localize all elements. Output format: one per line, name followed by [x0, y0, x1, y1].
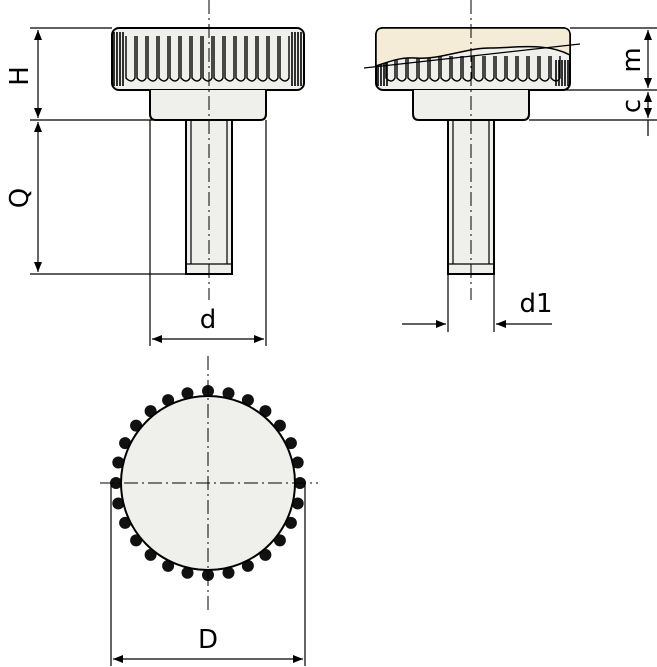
knurl-rib [484, 56, 495, 82]
knurl-rib [191, 36, 202, 82]
knurl-rib [396, 56, 407, 82]
m-label: m [617, 47, 647, 72]
knurl-rib [235, 36, 246, 82]
knurl-bump [222, 566, 235, 579]
front-view [111, 0, 305, 300]
knurl-bump [110, 477, 122, 489]
dimension-H: H [5, 27, 186, 121]
knurl-rib [385, 56, 396, 82]
side-view [363, 0, 581, 300]
knurl-rib [429, 56, 440, 82]
knurl-bump [181, 566, 194, 579]
knurl-rib [169, 36, 180, 82]
knurl-rib [528, 56, 539, 82]
knurl-rib [180, 36, 191, 82]
dimension-d: d [149, 120, 267, 346]
knurl-bump [181, 387, 194, 400]
knurl-rib [451, 56, 462, 82]
side-cap-section [375, 27, 571, 68]
knurl-rib [517, 56, 528, 82]
knurl-rib [279, 36, 290, 82]
knurl-bump [112, 497, 125, 510]
D-label: D [198, 625, 218, 655]
Q-label: Q [5, 188, 35, 208]
knurl-bump [241, 394, 254, 407]
d1-label: d1 [519, 289, 552, 319]
side-knurl-ribs [377, 56, 569, 86]
knurl-rib [136, 36, 147, 82]
knurl-rib [462, 56, 473, 82]
knurl-bump [119, 516, 132, 529]
knurl-bump [284, 516, 297, 529]
dimension-Q: Q [5, 122, 186, 275]
dimension-m: m [530, 27, 657, 91]
H-label: H [5, 66, 35, 86]
knurl-bump [222, 387, 235, 400]
knurl-bump [112, 456, 125, 469]
c-label: c [617, 99, 647, 113]
knurl-bump [291, 456, 304, 469]
dimension-d1: d1 [402, 274, 553, 332]
knurl-rib [268, 36, 279, 82]
knurl-rib [495, 56, 506, 82]
knurl-rib [213, 36, 224, 82]
knurl-rib [407, 56, 418, 82]
knurl-rib [539, 56, 550, 82]
knurl-bump [284, 437, 297, 450]
knurl-rib [418, 56, 429, 82]
d-label: d [200, 305, 217, 335]
front-collar [149, 90, 267, 121]
knurl-rib [158, 36, 169, 82]
knurl-rib [506, 56, 517, 82]
knurl-bump [162, 394, 175, 407]
front-knurl-ribs [113, 32, 302, 86]
knurl-rib [440, 56, 451, 82]
knurl-rib [147, 36, 158, 82]
knurl-rib [202, 36, 213, 82]
knurl-rib [473, 56, 484, 82]
knurl-bump [162, 559, 175, 572]
knurl-rib [125, 36, 136, 82]
dimension-D: D [110, 483, 306, 666]
section-break-line [363, 43, 581, 69]
dimension-c: c [529, 92, 657, 136]
knurl-rib [257, 36, 268, 82]
top-view [100, 356, 318, 610]
knurl-rib [224, 36, 235, 82]
knurl-bump [119, 437, 132, 450]
knurl-rib [246, 36, 257, 82]
knurl-bump [241, 559, 254, 572]
knurl-bump [291, 497, 304, 510]
